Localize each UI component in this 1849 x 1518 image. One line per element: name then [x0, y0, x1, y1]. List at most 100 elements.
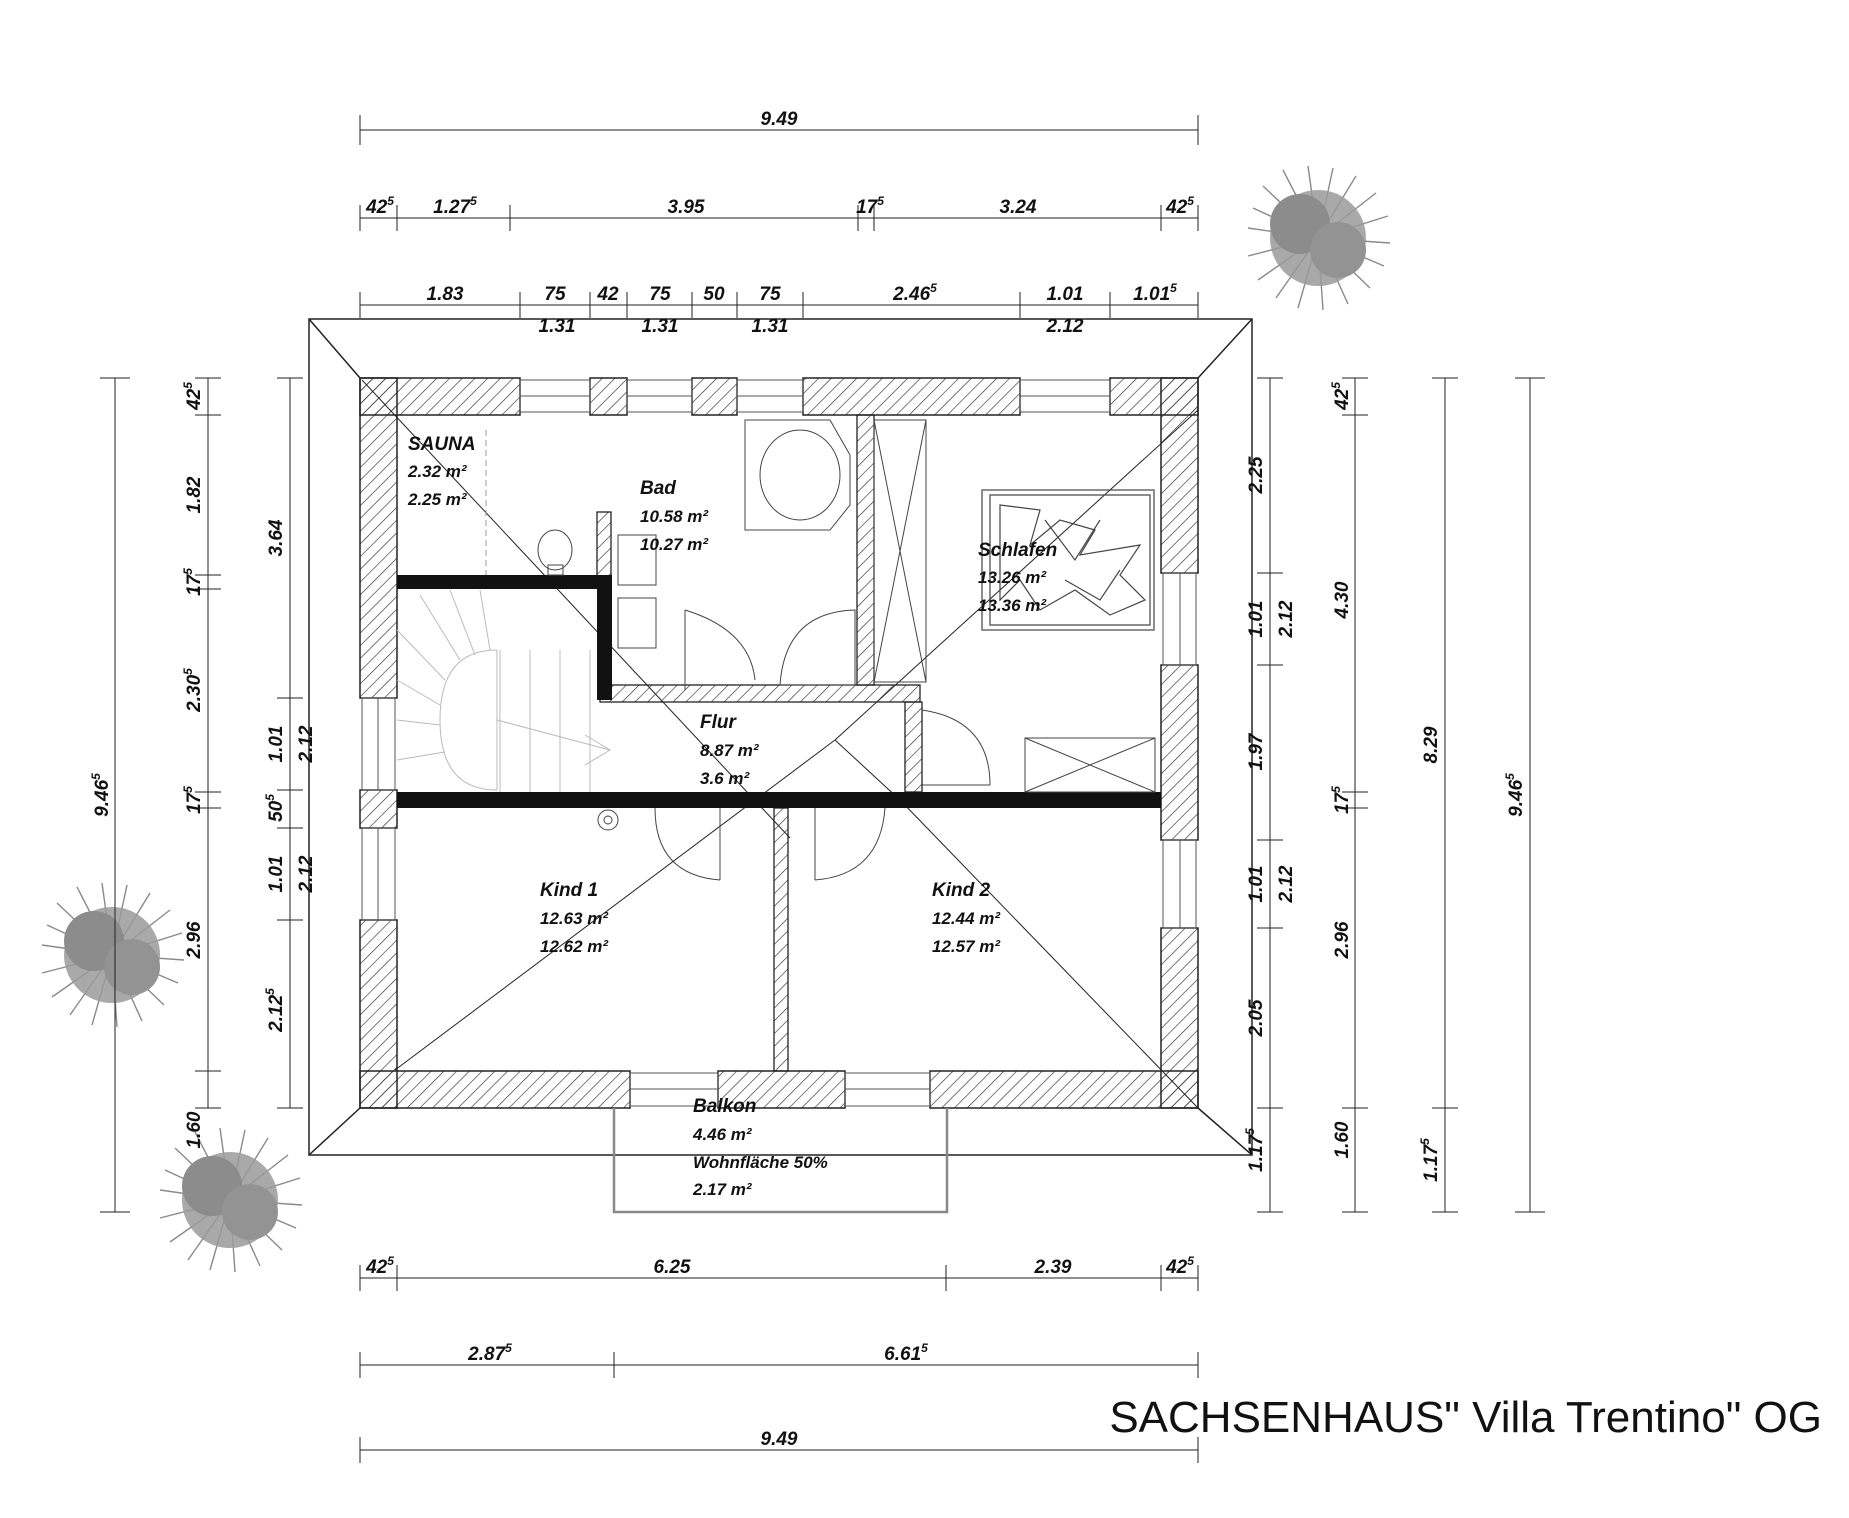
svg-text:1.01: 1.01 [1246, 866, 1267, 903]
svg-text:1.01: 1.01 [266, 856, 287, 893]
svg-text:2.12: 2.12 [296, 725, 317, 763]
roof-outline [308, 318, 1253, 1156]
svg-text:2.17 m²: 2.17 m² [692, 1180, 753, 1199]
room-flur: Flur 8.87 m² 3.6 m² [700, 712, 760, 788]
svg-text:1.01: 1.01 [266, 726, 287, 763]
doors [654, 609, 991, 881]
plan-title: SACHSENHAUS" Villa Trentino" OG [1109, 1393, 1822, 1442]
svg-text:Wohnfläche 50%: Wohnfläche 50% [693, 1153, 828, 1172]
room-bad: Bad 10.58 m² 10.27 m² [640, 478, 709, 554]
svg-text:Kind 1: Kind 1 [540, 880, 598, 901]
bed [981, 489, 1155, 631]
room-schlafen: Schlafen 13.26 m² 13.36 m² [978, 540, 1057, 615]
svg-text:1.01: 1.01 [1246, 601, 1267, 638]
svg-text:13.26 m²: 13.26 m² [978, 568, 1047, 587]
svg-text:1.175: 1.175 [1243, 1128, 1267, 1172]
svg-text:1.97: 1.97 [1246, 732, 1267, 770]
svg-text:425: 425 [1165, 194, 1194, 218]
dim-bottom-total: 9.49 [761, 1429, 798, 1450]
staircase [396, 589, 611, 792]
svg-text:1.82: 1.82 [184, 476, 205, 513]
svg-text:175: 175 [856, 194, 884, 218]
svg-text:8.29: 8.29 [1421, 726, 1442, 763]
svg-text:2.32 m²: 2.32 m² [407, 462, 468, 481]
svg-text:75: 75 [649, 284, 671, 305]
svg-text:2.05: 2.05 [1246, 999, 1267, 1037]
balcony [612, 1108, 949, 1214]
svg-text:3.64: 3.64 [266, 519, 287, 556]
svg-text:Balkon: Balkon [693, 1096, 756, 1117]
svg-text:1.31: 1.31 [642, 316, 679, 337]
dim-left-row2: 425 1.82 175 2.305 175 2.96 2.125 1.60 [181, 382, 287, 1149]
svg-text:8.87 m²: 8.87 m² [700, 741, 760, 760]
svg-text:175: 175 [1329, 786, 1353, 814]
svg-text:SAUNA: SAUNA [408, 434, 476, 455]
dim-left-outer: 9.465 [89, 773, 113, 817]
svg-text:10.27 m²: 10.27 m² [640, 535, 709, 554]
svg-text:13.36 m²: 13.36 m² [978, 596, 1047, 615]
svg-text:Schlafen: Schlafen [978, 540, 1057, 561]
svg-text:1.175: 1.175 [1418, 1138, 1442, 1182]
dim-bottom-row2: 2.875 6.615 [467, 1341, 928, 1365]
dim-top-total: 9.49 [761, 109, 798, 130]
svg-text:2.12: 2.12 [296, 855, 317, 893]
svg-text:12.57 m²: 12.57 m² [932, 937, 1001, 956]
svg-text:Bad: Bad [640, 478, 676, 499]
bath-fixtures [537, 419, 856, 831]
dimension-lines [100, 115, 1545, 1463]
svg-text:1.275: 1.275 [433, 194, 477, 218]
exterior-walls [359, 377, 1199, 1109]
svg-text:75: 75 [759, 284, 781, 305]
svg-text:1.60: 1.60 [1332, 1121, 1353, 1158]
svg-text:10.58 m²: 10.58 m² [640, 507, 709, 526]
svg-text:2.125: 2.125 [263, 988, 287, 1033]
svg-text:1.60: 1.60 [184, 1111, 205, 1148]
svg-text:Flur: Flur [700, 712, 737, 733]
dim-left-row3: 3.64 1.01 505 1.01 2.12 2.12 [263, 519, 317, 893]
svg-text:3.95: 3.95 [668, 197, 705, 218]
svg-text:Kind 2: Kind 2 [932, 880, 990, 901]
room-balkon: Balkon 4.46 m² Wohnfläche 50% 2.17 m² [692, 1096, 828, 1199]
svg-text:6.615: 6.615 [884, 1341, 928, 1365]
svg-text:1.01: 1.01 [1047, 284, 1084, 305]
dim-bottom-row1: 425 6.25 2.39 425 [365, 1254, 1194, 1278]
windows [361, 379, 1197, 1107]
dim-top-row3: 1.83 75 42 75 50 75 2.465 1.01 1.015 1.3… [427, 281, 1178, 337]
dim-top-row2: 425 1.275 3.95 175 3.24 425 [365, 194, 1194, 218]
svg-text:2.12: 2.12 [1276, 865, 1297, 903]
svg-text:2.96: 2.96 [184, 921, 205, 959]
svg-text:2.465: 2.465 [892, 281, 937, 305]
svg-text:2.875: 2.875 [467, 1341, 512, 1365]
svg-text:425: 425 [365, 194, 394, 218]
tree-icon [159, 1127, 303, 1273]
svg-text:3.24: 3.24 [1000, 197, 1037, 218]
svg-text:425: 425 [365, 1254, 394, 1278]
svg-text:2.96: 2.96 [1332, 921, 1353, 959]
svg-text:175: 175 [181, 786, 205, 814]
dim-right-rows: 2.25 1.01 1.97 1.01 2.05 1.175 2.12 2.12… [1243, 382, 1527, 1182]
svg-text:2.25 m²: 2.25 m² [407, 490, 468, 509]
svg-text:425: 425 [1165, 1254, 1194, 1278]
svg-text:4.46 m²: 4.46 m² [692, 1125, 753, 1144]
interior-walls [596, 414, 923, 1072]
svg-text:425: 425 [181, 382, 205, 411]
svg-text:175: 175 [181, 568, 205, 596]
svg-text:1.31: 1.31 [539, 316, 576, 337]
svg-text:2.12: 2.12 [1276, 600, 1297, 638]
svg-text:1.31: 1.31 [752, 316, 789, 337]
solid-walls [397, 575, 1161, 808]
tree-icon [41, 882, 185, 1028]
svg-text:3.6 m²: 3.6 m² [700, 769, 750, 788]
svg-text:6.25: 6.25 [654, 1257, 691, 1278]
tree-icon [1247, 165, 1391, 311]
svg-text:12.44 m²: 12.44 m² [932, 909, 1001, 928]
svg-text:2.12: 2.12 [1046, 316, 1084, 337]
svg-text:9.465: 9.465 [1503, 773, 1527, 817]
svg-text:2.25: 2.25 [1246, 456, 1267, 494]
svg-text:2.39: 2.39 [1034, 1257, 1072, 1278]
svg-text:1.83: 1.83 [427, 284, 464, 305]
wardrobe [873, 419, 1156, 793]
svg-text:50: 50 [703, 284, 725, 305]
room-sauna: SAUNA 2.32 m² 2.25 m² [407, 434, 476, 509]
